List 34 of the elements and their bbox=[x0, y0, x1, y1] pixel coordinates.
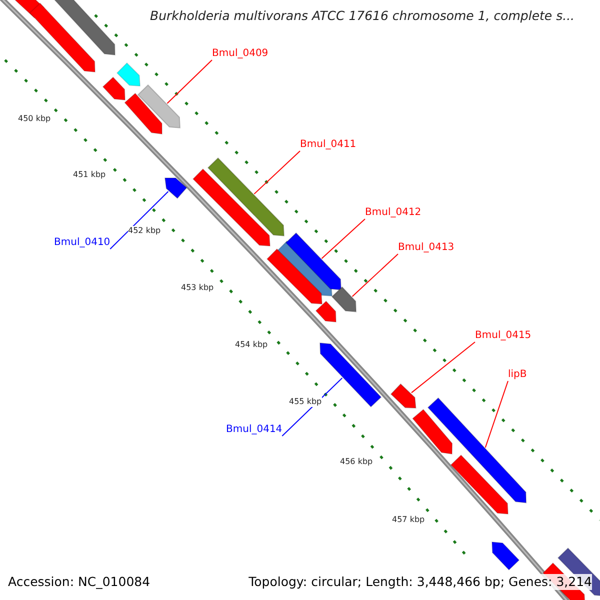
gene-feature bbox=[208, 158, 284, 236]
leader-line bbox=[352, 254, 398, 297]
leader-line bbox=[484, 380, 508, 448]
gene-label: Bmul_0411 bbox=[300, 139, 356, 151]
scale-label: 456 kbp bbox=[340, 457, 373, 467]
leader-line bbox=[110, 191, 169, 250]
gene-label: lipB bbox=[508, 369, 527, 381]
gene-feature bbox=[428, 398, 526, 503]
gene-label: Bmul_0413 bbox=[398, 242, 454, 254]
gene-label: Bmul_0415 bbox=[475, 330, 532, 342]
gene-feature bbox=[320, 343, 382, 407]
scale-label: 457 kbp bbox=[392, 515, 425, 525]
leader-line bbox=[411, 342, 476, 394]
gene-feature bbox=[391, 384, 416, 408]
gene-label: Bmul_0412 bbox=[365, 207, 422, 219]
gene-label: Bmul_0409 bbox=[212, 48, 268, 60]
scale-label: 455 kbp bbox=[289, 397, 322, 407]
scale-label: 450 kbp bbox=[18, 114, 51, 124]
leader-line bbox=[166, 60, 212, 104]
gene-label: Bmul_0410 bbox=[54, 237, 110, 249]
map-title: Burkholderia multivorans ATCC 17616 chromosome 1, complete s... bbox=[150, 8, 575, 23]
scale-label: 454 kbp bbox=[235, 340, 268, 350]
gene-feature bbox=[165, 178, 187, 198]
scale-label: 453 kbp bbox=[181, 283, 214, 293]
scale-label: 451 kbp bbox=[73, 170, 106, 180]
gene-feature bbox=[138, 85, 180, 128]
gene-feature bbox=[332, 287, 356, 312]
gene-label: Bmul_0414 bbox=[226, 424, 282, 436]
footer-text: Topology: circular; Length: 3,448,466 bp; Genes: 3,214 bbox=[248, 574, 592, 590]
leader-line bbox=[254, 150, 300, 194]
scale-label: 452 kbp bbox=[128, 226, 161, 236]
footer-text: Accession: NC_010084 bbox=[8, 574, 150, 590]
gene-feature bbox=[286, 233, 341, 290]
leader-line bbox=[321, 218, 366, 259]
